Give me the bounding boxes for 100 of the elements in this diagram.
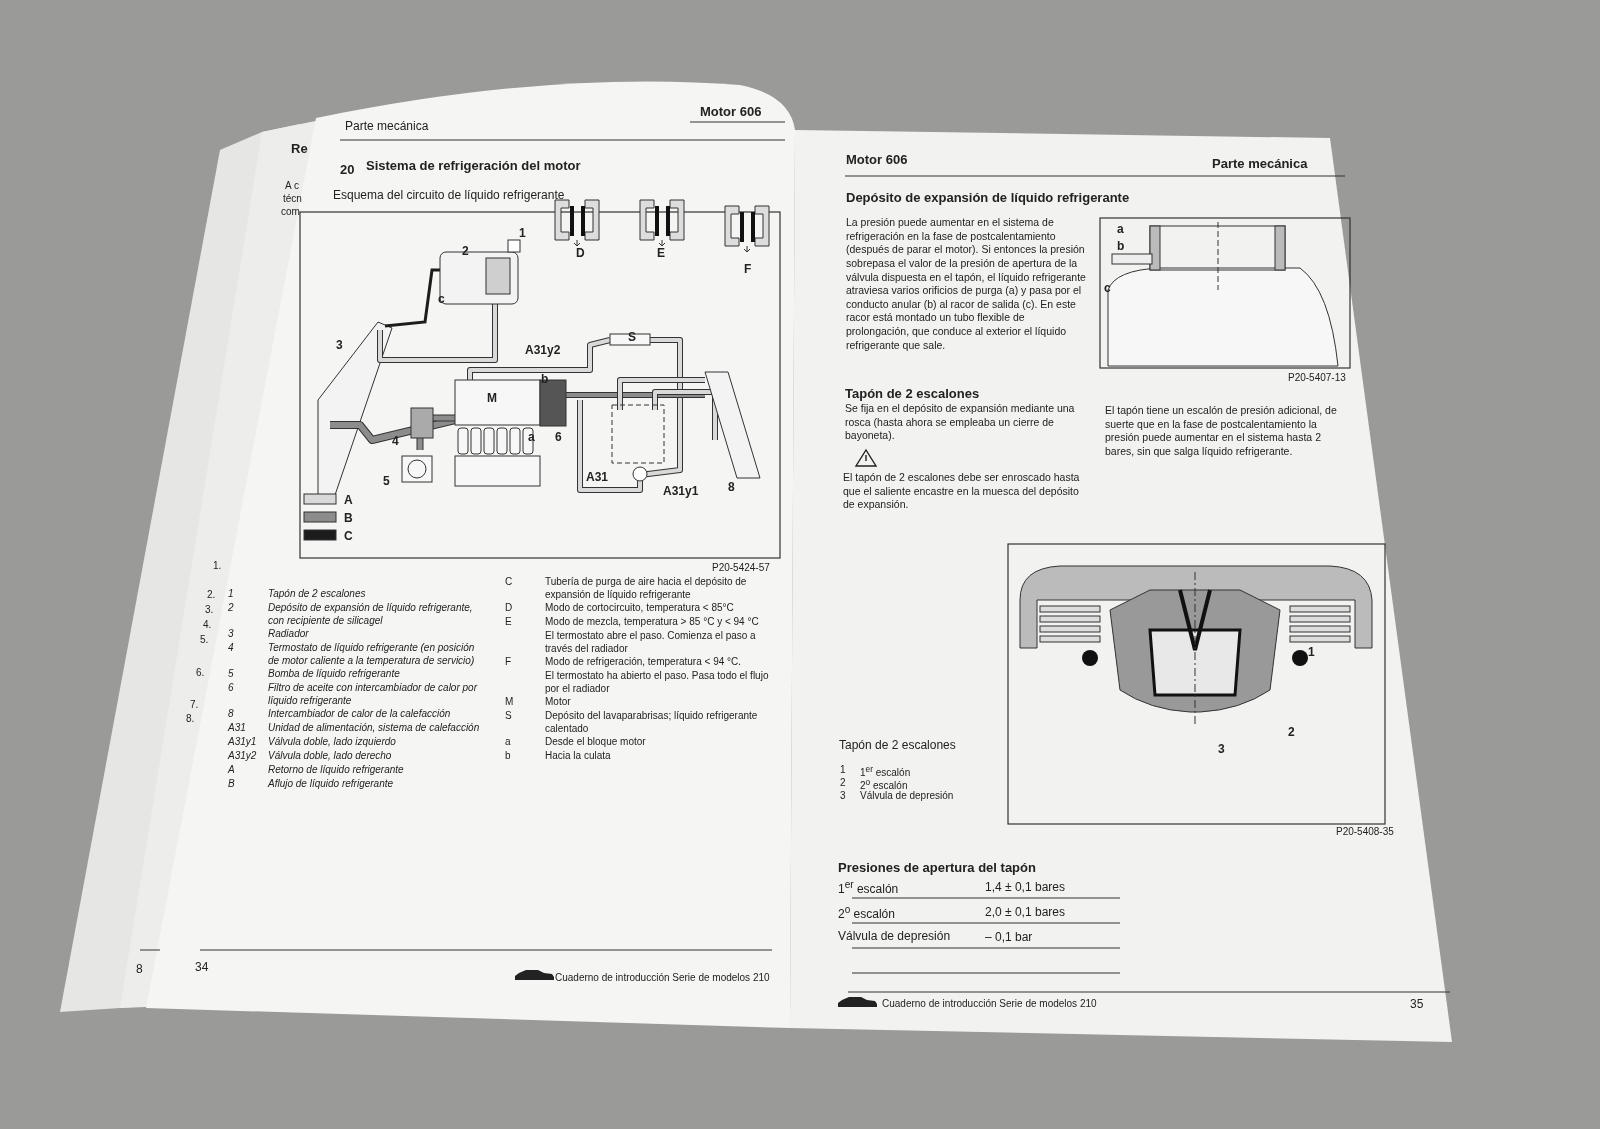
list-text: Desde el bloque motor bbox=[545, 736, 647, 749]
list-number: 7. bbox=[190, 699, 199, 712]
list-key: M bbox=[505, 696, 514, 709]
callout-number: 2 bbox=[462, 244, 469, 259]
list-number: 8. bbox=[186, 713, 195, 726]
table-title: Presiones de apertura del tapón bbox=[838, 860, 1036, 877]
list-key: C bbox=[505, 576, 513, 589]
callout-number: b bbox=[541, 372, 549, 387]
callout-number: 3 bbox=[336, 338, 343, 353]
list-text: El termostato ha abierto el paso. Pasa todo el flujo por el radiador bbox=[545, 670, 770, 695]
table-cell: Válvula de depresión bbox=[838, 929, 951, 944]
table-cell: 1$^{er}$ escalón bbox=[838, 879, 899, 897]
callout-number: D bbox=[576, 246, 585, 261]
body-text: com bbox=[281, 206, 300, 219]
body-text: A c bbox=[285, 180, 299, 193]
callout-number: M bbox=[487, 391, 497, 406]
list-key: F bbox=[505, 656, 512, 669]
list-text: Radiador bbox=[268, 628, 310, 641]
list-key: 1 bbox=[228, 588, 234, 601]
list-text: Hacia la culata bbox=[545, 750, 612, 763]
table-cell: 2,0 ± 0,1 bares bbox=[985, 905, 1065, 920]
list-key: 8 bbox=[228, 708, 234, 721]
list-text: Intercambiador de calor de la calefacción bbox=[268, 708, 452, 721]
subheading: Tapón de 2 escalones bbox=[845, 386, 980, 403]
list-text: Unidad de alimentación, sistema de calefacción bbox=[268, 722, 481, 735]
legend-text: B bbox=[344, 511, 353, 525]
list-text: Válvula de depresión bbox=[860, 790, 954, 803]
list-text: Filtro de aceite con intercambiador de calor por líquido refrigerante bbox=[268, 682, 479, 707]
section-number: 20 bbox=[340, 162, 355, 179]
list-key: 2 bbox=[840, 777, 846, 790]
list-number: 2. bbox=[207, 589, 216, 602]
body-text: El tapón de 2 escalones debe ser enroscado hasta que el saliente encastre en la muesca del depósito de expansión. bbox=[843, 471, 1081, 512]
table-cell: 2$^{o}$ escalón bbox=[838, 904, 895, 922]
callout-number: F bbox=[744, 262, 752, 277]
caption: Tapón de 2 escalones bbox=[839, 738, 956, 753]
list-text: El termostato abre el paso. Comienza el paso a través del radiador bbox=[545, 630, 757, 655]
callout-number: 1 bbox=[519, 226, 526, 241]
list-key: A bbox=[228, 764, 235, 777]
callout-number: E bbox=[657, 246, 665, 261]
list-text: 1$^{er}$ escalón bbox=[860, 764, 911, 780]
list-number: 4. bbox=[203, 619, 212, 632]
list-number: 6. bbox=[196, 667, 205, 680]
list-text: Aflujo de líquido refrigerante bbox=[268, 778, 395, 791]
figure-code: P20-5407-13 bbox=[1288, 372, 1346, 385]
callout-number: 6 bbox=[555, 430, 562, 445]
callout-number: A31 bbox=[586, 470, 608, 485]
list-key: 2 bbox=[228, 602, 234, 615]
list-text: Bomba de líquido refrigerante bbox=[268, 668, 401, 681]
list-key: B bbox=[228, 778, 235, 791]
callout-number: a bbox=[528, 430, 535, 445]
page-number: 34 bbox=[195, 960, 209, 975]
list-key: A31y2 bbox=[228, 750, 257, 763]
callout-number: A31y2 bbox=[525, 343, 561, 358]
callout-number: a bbox=[1117, 222, 1124, 237]
legend-text: A bbox=[344, 493, 353, 507]
page-heading: Parte mecánica bbox=[345, 119, 429, 134]
body-text: El tapón tiene un escalón de presión adicional, de suerte que en la fase de postcalentamiento la presión puede aumentar en el sistema hasta 2 bares, sin que salga líquido refrigerante. bbox=[1105, 404, 1338, 459]
list-text: Modo de cortocircuito, temperatura < 85°C bbox=[545, 602, 735, 615]
list-text: Modo de mezcla, temperatura > 85 °C y < 94 °C bbox=[545, 616, 760, 629]
list-key: S bbox=[505, 710, 512, 723]
callout-number: 4 bbox=[392, 434, 399, 449]
list-key: D bbox=[505, 602, 513, 615]
list-text: Termostato de líquido refrigerante (en posición de motor caliente a la temperatura de servicio) bbox=[268, 642, 476, 667]
callout-number: 1 bbox=[1308, 645, 1315, 660]
callout-number: 5 bbox=[383, 474, 390, 489]
legend-text: C bbox=[344, 529, 353, 543]
list-text: Válvula doble, lado derecho bbox=[268, 750, 393, 763]
list-text: Tubería de purga de aire hacia el depósito de expansión de líquido refrigerante bbox=[545, 576, 748, 601]
list-key: 3 bbox=[228, 628, 234, 641]
list-text: Retorno de líquido refrigerante bbox=[268, 764, 405, 777]
list-key: A31y1 bbox=[228, 736, 257, 749]
list-key: 1 bbox=[840, 764, 846, 777]
list-text: Depósito del lavaparabrisas; líquido refrigerante calentado bbox=[545, 710, 759, 735]
callout-number: b bbox=[1117, 239, 1125, 254]
figure-code: P20-5424-57 bbox=[712, 562, 770, 575]
list-number: 3. bbox=[205, 604, 214, 617]
list-key: E bbox=[505, 616, 512, 629]
page-heading: Parte mecánica bbox=[1212, 156, 1308, 173]
list-key: 4 bbox=[228, 642, 234, 655]
footer-text: Cuaderno de introducción Serie de modelos 210 bbox=[555, 972, 770, 985]
list-key: b bbox=[505, 750, 511, 763]
list-text: Modo de refrigeración, temperatura < 94 °C. bbox=[545, 656, 743, 669]
page-number: 35 bbox=[1410, 997, 1424, 1012]
list-number: 5. bbox=[200, 634, 209, 647]
figure-title: Esquema del circuito de líquido refrigerante bbox=[333, 188, 565, 203]
section-title: Sistema de refrigeración del motor bbox=[366, 158, 581, 175]
list-number: 1. bbox=[213, 560, 222, 573]
list-key: 3 bbox=[840, 790, 846, 803]
body-text: técn bbox=[283, 193, 302, 206]
table-cell: – 0,1 bar bbox=[985, 930, 1033, 945]
page-heading: Motor 606 bbox=[846, 152, 908, 169]
callout-number: 8 bbox=[728, 480, 735, 495]
list-key: 5 bbox=[228, 668, 234, 681]
page-heading: Motor 606 bbox=[700, 104, 762, 121]
callout-number: c bbox=[438, 292, 445, 307]
figure-code: P20-5408-35 bbox=[1336, 826, 1394, 839]
callout-number: A31y1 bbox=[663, 484, 699, 499]
list-text: Motor bbox=[545, 696, 572, 709]
list-key: A31 bbox=[228, 722, 246, 735]
list-text: Tapón de 2 escalones bbox=[268, 588, 367, 601]
